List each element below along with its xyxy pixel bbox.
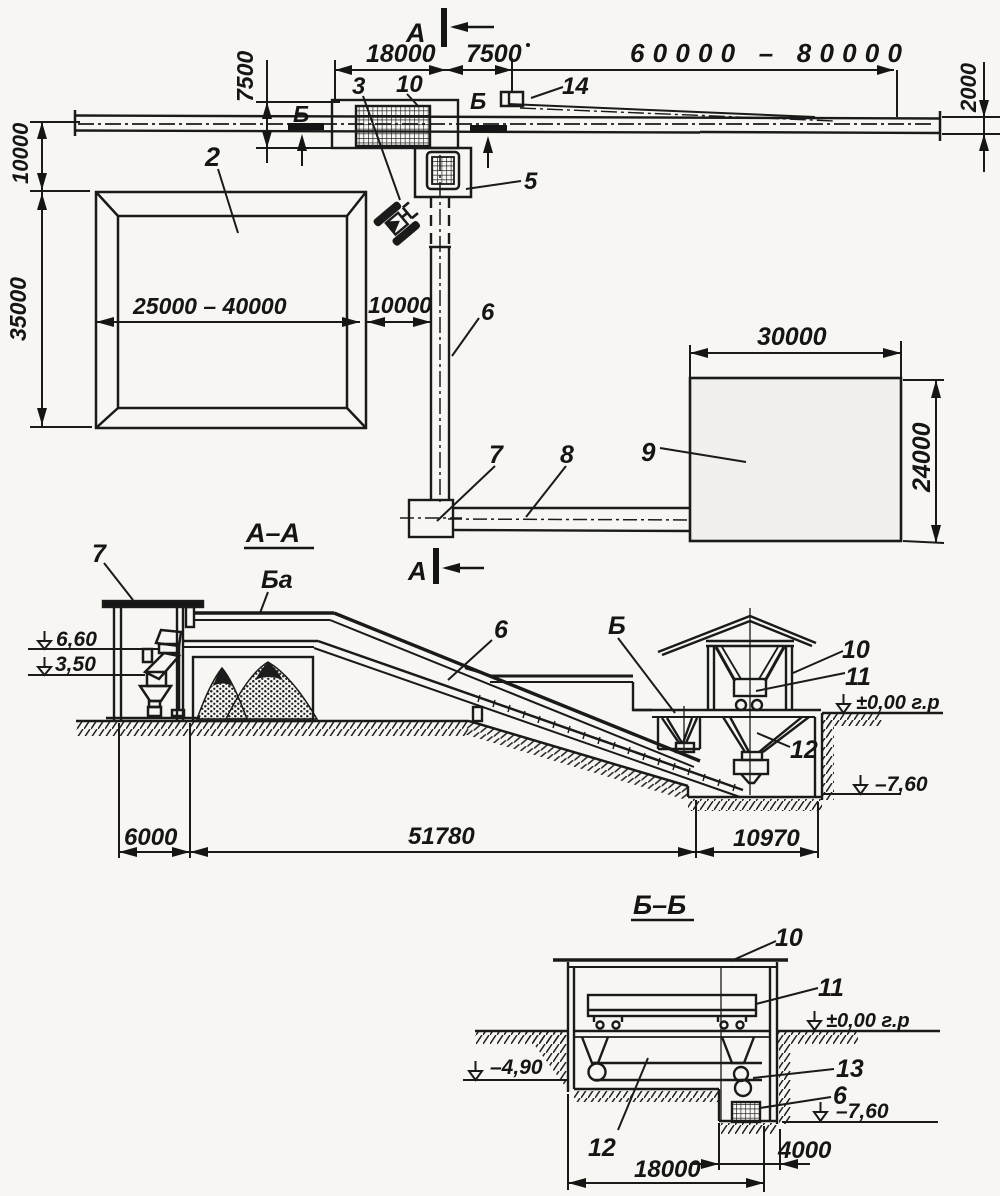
svg-text:А–А: А–А: [245, 518, 300, 548]
svg-text:14: 14: [562, 73, 589, 100]
svg-text:10000: 10000: [8, 122, 33, 184]
svg-text:60000 – 80000: 60000 – 80000: [630, 38, 910, 68]
svg-text:8: 8: [560, 441, 574, 469]
svg-text:6000: 6000: [124, 824, 178, 851]
svg-text:±0,00 г.р: ±0,00 г.р: [856, 692, 940, 714]
svg-text:18000: 18000: [366, 40, 436, 68]
svg-text:11: 11: [845, 663, 871, 691]
svg-text:10000: 10000: [368, 292, 432, 318]
svg-text:6: 6: [481, 299, 495, 326]
svg-text:Б: Б: [293, 101, 309, 127]
svg-text:Ба: Ба: [261, 566, 293, 594]
svg-text:2: 2: [204, 142, 220, 172]
svg-text:±0,00 г.р: ±0,00 г.р: [826, 1010, 910, 1032]
svg-text:12: 12: [790, 736, 818, 764]
svg-text:30000: 30000: [757, 323, 827, 351]
svg-text:А: А: [407, 556, 427, 586]
svg-text:18000: 18000: [634, 1156, 701, 1183]
svg-text:–4,90: –4,90: [490, 1056, 543, 1079]
svg-text:6: 6: [494, 616, 509, 644]
svg-text:10: 10: [842, 636, 870, 664]
svg-text:24000: 24000: [908, 422, 936, 493]
svg-text:3,50: 3,50: [55, 653, 96, 676]
svg-text:10: 10: [396, 71, 423, 98]
svg-text:10: 10: [775, 924, 803, 952]
svg-text:11: 11: [818, 974, 844, 1002]
svg-text:4000: 4000: [777, 1137, 832, 1164]
svg-text:Б: Б: [470, 88, 486, 114]
svg-text:13: 13: [836, 1055, 864, 1083]
svg-text:3: 3: [352, 73, 366, 100]
svg-text:Б: Б: [608, 612, 626, 640]
svg-text:7500: 7500: [466, 40, 522, 68]
svg-text:12: 12: [588, 1134, 616, 1162]
svg-text:35000: 35000: [5, 277, 31, 341]
svg-text:7: 7: [489, 441, 504, 469]
svg-text:25000 – 40000: 25000 – 40000: [132, 293, 287, 319]
svg-text:–7,60: –7,60: [875, 773, 928, 796]
svg-text:5: 5: [524, 168, 538, 195]
svg-text:6,60: 6,60: [56, 628, 97, 651]
svg-text:10970: 10970: [733, 825, 800, 852]
svg-text:А: А: [405, 18, 426, 48]
svg-text:2000: 2000: [956, 62, 981, 113]
svg-text:7: 7: [92, 540, 107, 568]
svg-text:Б–Б: Б–Б: [633, 890, 686, 920]
svg-text:9: 9: [641, 437, 656, 467]
svg-text:6: 6: [833, 1082, 848, 1110]
svg-text:–7,60: –7,60: [836, 1100, 889, 1123]
svg-text:7500: 7500: [232, 51, 258, 102]
svg-text:51780: 51780: [408, 823, 475, 850]
